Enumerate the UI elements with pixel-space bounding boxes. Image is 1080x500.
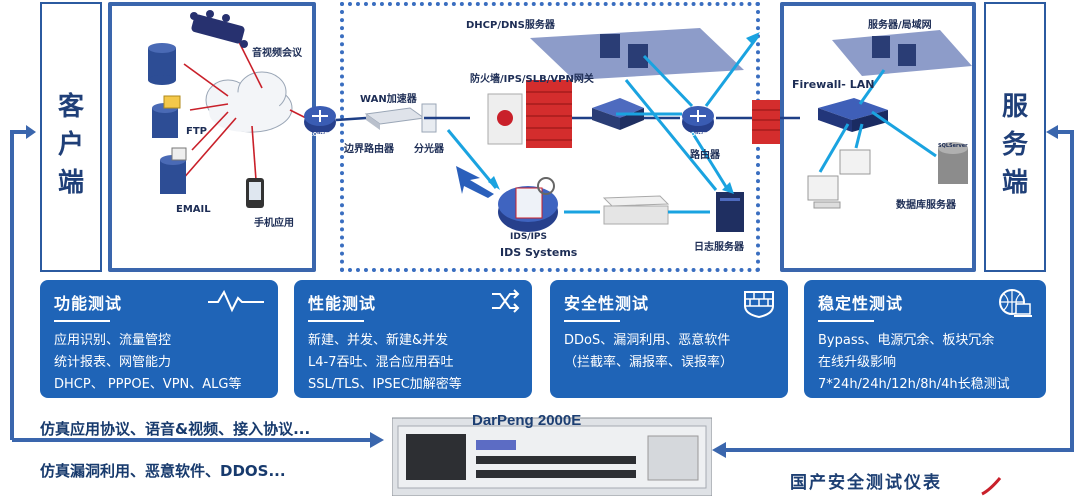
card-title: 功能测试 [54, 294, 123, 313]
collector-appliance-icon [602, 195, 670, 225]
database-icon [148, 43, 176, 85]
dhcp-dns-label: DHCP/DNS服务器 [466, 20, 555, 31]
card-item: Bypass、电源冗余、板块冗余 [818, 333, 995, 348]
log-server-label: 日志服务器 [694, 242, 744, 253]
emulation-protocol-text: 仿真应用协议、语音&视频、接入协议... [40, 420, 311, 438]
ftp-server-icon [152, 95, 181, 138]
card-item: 在线升级影响 [818, 355, 897, 370]
client-label: 客户端 [57, 92, 84, 198]
network-diagram [148, 10, 972, 232]
security-test-card[interactable]: 安全性测试 DDoS、漏洞利用、恶意软件 （拦截率、漏报率、误报率） [550, 280, 788, 398]
card-item: SSL/TLS、IPSEC加解密等 [308, 377, 462, 392]
email-server-icon [160, 147, 187, 194]
client-side-box: 客户端 [40, 2, 102, 272]
log-server-icon [716, 192, 744, 232]
brand-slogan: 国产安全测试仪表 [790, 473, 942, 493]
function-test-card[interactable]: 功能测试 应用识别、流量管控 统计报表、网管能力 DHCP、 PPPOE、VPN… [40, 280, 278, 398]
card-item: （拦截率、漏报率、误报率） [564, 355, 734, 370]
client-network-frame [108, 2, 316, 272]
traffic-arrows [446, 35, 760, 214]
db-server-label: 数据库服务器 [896, 200, 956, 211]
ids-systems-icon [498, 177, 558, 232]
firewall-lan-label: Firewall- LAN [792, 78, 875, 91]
core-router-icon [682, 106, 714, 134]
card-title: 稳定性测试 [818, 294, 904, 313]
shuffle-icon [492, 289, 520, 313]
wan-accelerator-label: WAN加速器 [360, 94, 417, 105]
server-side-box: 服务端 [984, 2, 1046, 272]
core-router-tag: ROUTER [687, 132, 710, 138]
router-label: 路由器 [690, 150, 720, 161]
email-label: EMAIL [176, 204, 211, 215]
mobile-phone-icon [246, 178, 264, 208]
performance-test-card[interactable]: 性能测试 新建、并发、新建&并发 L4-7吞吐、混合应用吞吐 SSL/TLS、I… [294, 280, 532, 398]
darpeng-device: DarPeng 2000E [391, 412, 713, 497]
server-network-frame [780, 2, 976, 272]
brand-mark-icon [981, 477, 1002, 496]
firewall-wall-icon [526, 80, 572, 148]
sql-server-tag: SQLServer [938, 143, 968, 149]
ids-systems-label: IDS Systems [500, 246, 578, 259]
database-server-icon [938, 142, 968, 184]
internet-cloud-icon [205, 71, 293, 133]
audio-video-label: 音视频会议 [252, 48, 302, 59]
ftp-label: FTP [186, 126, 207, 137]
card-item: DHCP、 PPPOE、VPN、ALG等 [54, 377, 242, 392]
globe-laptop-icon [999, 289, 1032, 317]
wan-accelerator-icon [364, 107, 426, 130]
lan-server-icon [872, 36, 916, 66]
card-item: 新建、并发、新建&并发 [308, 333, 449, 348]
server-label: 服务端 [1001, 92, 1028, 198]
card-item: 7*24h/24h/12h/8h/4h长稳测试 [818, 377, 1010, 392]
client-red-links [181, 39, 307, 181]
splitter-label: 分光器 [414, 144, 444, 155]
ids-label: IDS/IPS [510, 232, 548, 242]
server-lan-label: 服务器/局域网 [868, 20, 932, 31]
card-title: 安全性测试 [564, 294, 650, 313]
edge-router-tag: ROUTER [309, 132, 332, 138]
workstation-icon [807, 149, 871, 209]
firewall-appliance-icon [487, 93, 523, 145]
mirror-arrow-icon [456, 166, 494, 198]
emulation-attack-text: 仿真漏洞利用、恶意软件、DDOS... [40, 462, 286, 480]
test-appliance-icon [391, 417, 713, 497]
conference-icon [190, 10, 248, 48]
lan-firewall-wall-icon [752, 100, 780, 144]
card-item: L4-7吞吐、混合应用吞吐 [308, 355, 454, 370]
card-title: 性能测试 [308, 294, 377, 313]
dhcp-server-icon [600, 34, 648, 68]
device-name: DarPeng 2000E [472, 412, 582, 429]
card-item: 应用识别、流量管控 [54, 333, 172, 348]
card-item: 统计报表、网管能力 [54, 355, 172, 370]
edge-router-icon [304, 106, 336, 134]
stability-test-card[interactable]: 稳定性测试 Bypass、电源冗余、板块冗余 在线升级影响 7*24h/24h/… [804, 280, 1046, 398]
card-item: DDoS、漏洞利用、恶意软件 [564, 333, 731, 348]
mobile-label: 手机应用 [254, 218, 294, 229]
firewall-icon [744, 291, 774, 318]
firewall-group-label: 防火墙/IPS/SLB/VPN网关 [470, 74, 594, 85]
edge-router-label: 边界路由器 [344, 144, 394, 155]
pulse-icon [208, 289, 264, 313]
